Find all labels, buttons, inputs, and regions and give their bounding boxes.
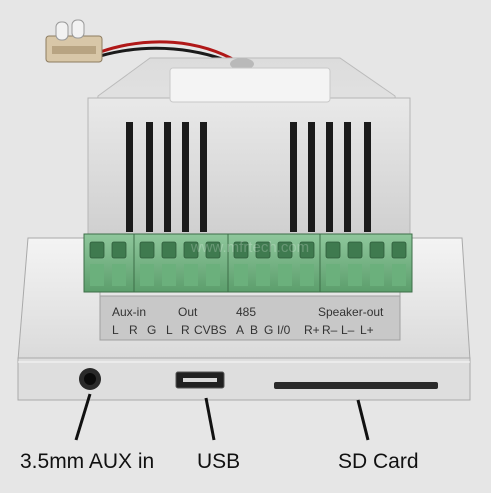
pin-label: I/0 [277,323,291,337]
terminal-blocks [83,233,413,293]
callout-sd: SD Card [338,450,419,473]
pin-label: B [250,323,258,337]
aux-jack [79,368,101,390]
group-label-speaker-out: Speaker-out [318,305,384,319]
group-label-out: Out [178,305,198,319]
pin-label: R– [322,323,338,337]
housing [87,57,411,239]
usb-port [175,371,225,389]
pin-label: A [236,323,244,337]
pin-label: R [181,323,190,337]
watermark: www.mfrtech.com [190,239,309,256]
pin-label: G [264,323,273,337]
callout-usb: USB [197,450,240,473]
pin-label: L [112,323,119,337]
callout-aux: 3.5mm AUX in [20,450,154,473]
pin-label: L– [341,323,355,337]
pin-label: R+ [304,323,320,337]
callout-line-usb [204,397,216,441]
pin-label: R [129,323,138,337]
label-strip [99,295,401,341]
pin-label: G [147,323,156,337]
power-plug [45,19,241,68]
pin-label: CVBS [194,323,227,337]
group-label-485: 485 [236,305,256,319]
pin-label: L+ [360,323,374,337]
sd-card-slot [274,382,438,389]
callout-line-sd [356,399,370,441]
vent-slots [126,122,371,232]
callout-line-aux [74,393,92,441]
pin-label: L [166,323,173,337]
group-label-aux-in: Aux-in [112,305,146,319]
